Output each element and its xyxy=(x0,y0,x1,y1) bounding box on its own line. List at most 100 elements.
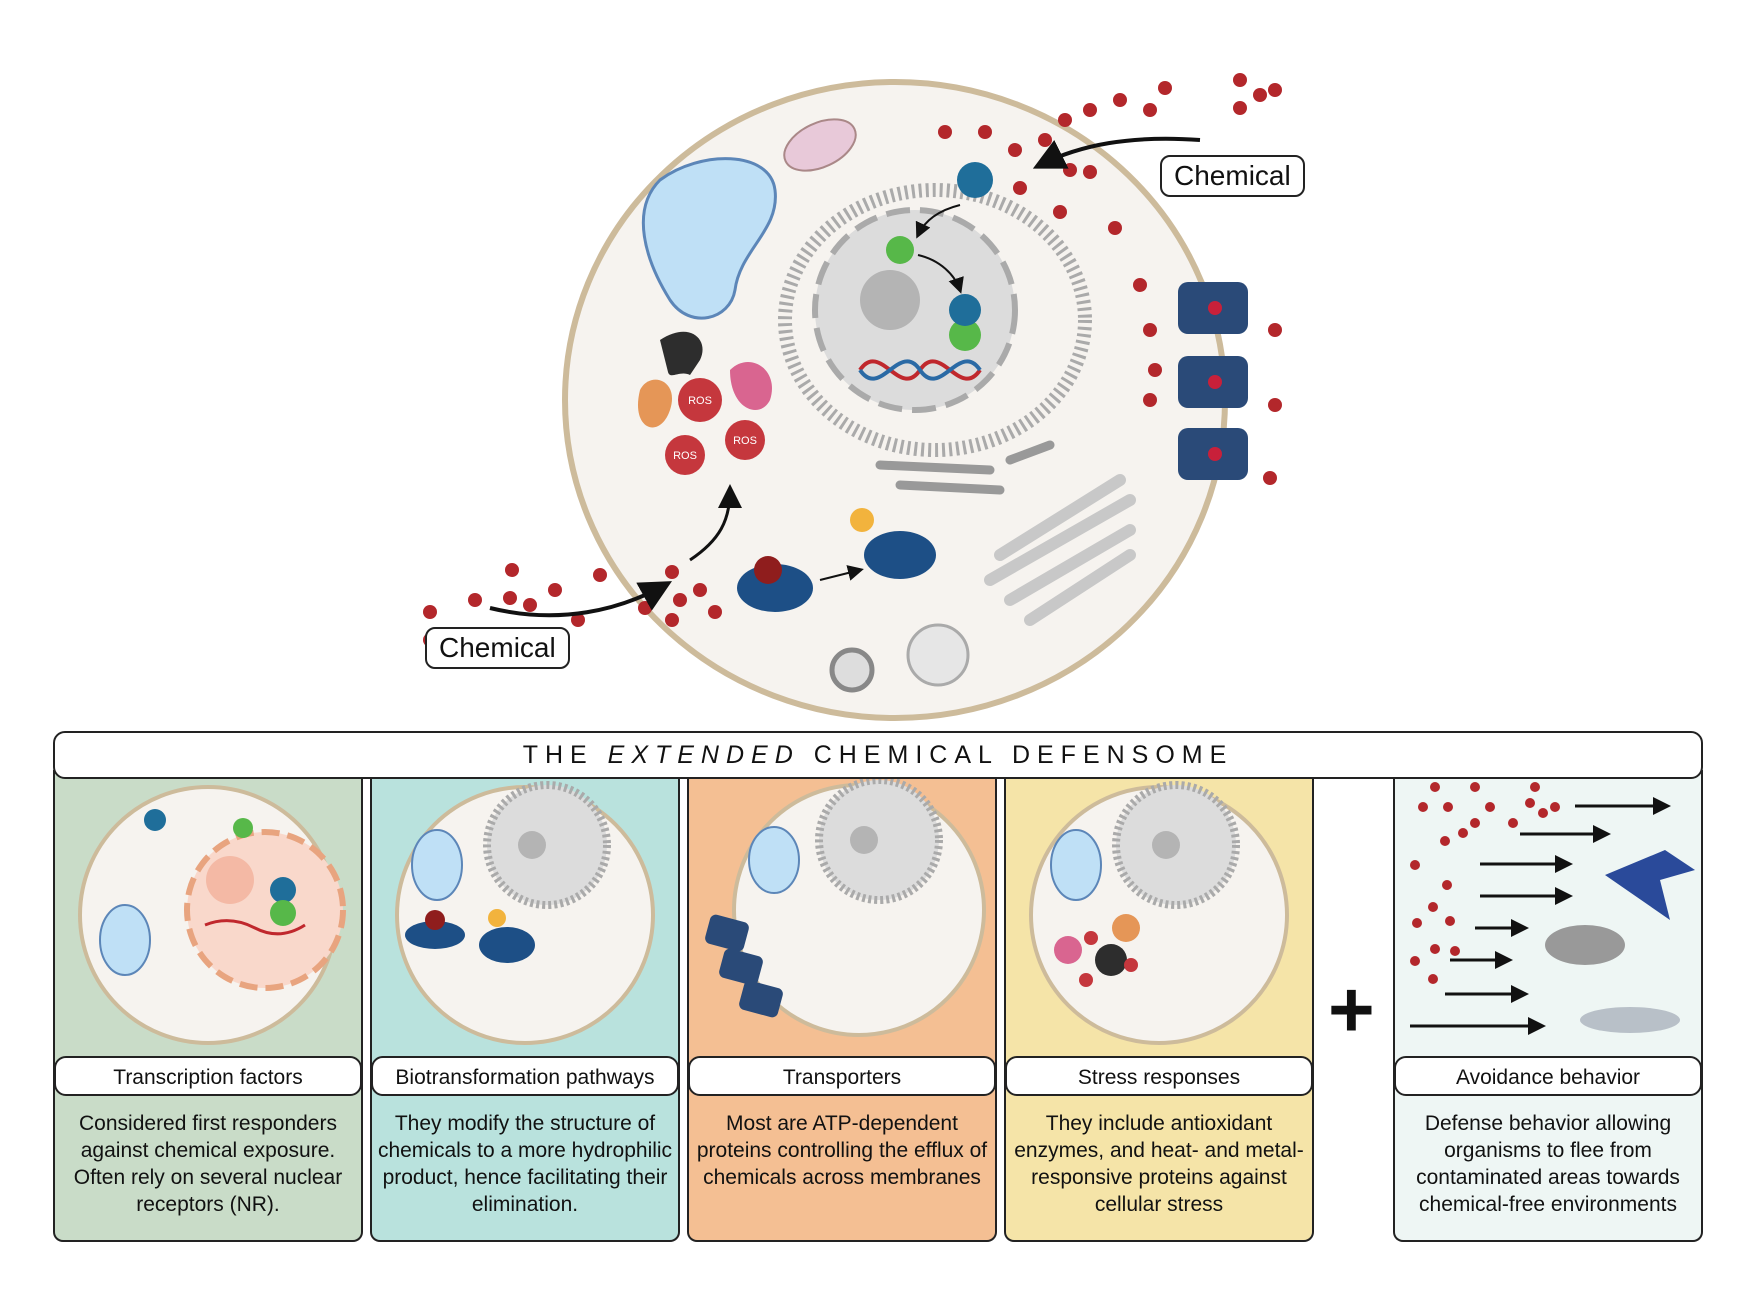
panel-title: Transporters xyxy=(689,1056,995,1096)
chemical-particle xyxy=(1143,323,1157,337)
chemical-particle xyxy=(1538,808,1548,818)
chemical-particle xyxy=(1430,944,1440,954)
efflux-transporters xyxy=(1178,282,1248,480)
chemical-particle xyxy=(1445,916,1455,926)
chemical-label-left: Chemical xyxy=(425,627,570,669)
mini-cell-biotransformation xyxy=(395,781,655,1045)
chemical-particle xyxy=(468,593,482,607)
banner-suffix: CHEMICAL DEFENSOME xyxy=(813,741,1234,769)
mini-cell-stress xyxy=(1029,781,1289,1045)
vesicle xyxy=(906,623,970,687)
chemical-particle xyxy=(1038,133,1052,147)
chemical-particle xyxy=(1530,782,1540,792)
panel-description: Defense behavior allowing organisms to f… xyxy=(1416,1112,1680,1216)
chemical-particle xyxy=(1508,818,1518,828)
chemical-particle xyxy=(505,563,519,577)
dna-strand-blue xyxy=(858,359,982,381)
ros-stars xyxy=(665,378,765,475)
panel-biotransformation: Biotransformation pathways They modify t… xyxy=(370,770,680,1242)
enzyme-free xyxy=(864,531,936,579)
lysosome xyxy=(829,647,875,693)
metabolite xyxy=(850,508,874,532)
zebrafish-icon xyxy=(1580,1007,1680,1033)
ros-label: ROS xyxy=(733,435,757,447)
chemical-particle xyxy=(1410,956,1420,966)
chemical-particle xyxy=(1113,93,1127,107)
smooth-er xyxy=(875,440,1055,495)
chemical-particle xyxy=(1485,802,1495,812)
chemical-particle xyxy=(1268,323,1282,337)
mini-cell-transcription xyxy=(78,785,346,1045)
panel-transcription-factors: Transcription factors Considered first r… xyxy=(53,770,363,1242)
chemical-particle xyxy=(1158,81,1172,95)
chemical-bound xyxy=(754,556,782,584)
panel-title: Avoidance behavior xyxy=(1395,1056,1701,1096)
golgi-apparatus xyxy=(984,474,1136,626)
defensome-banner: THE EXTENDED CHEMICAL DEFENSOME xyxy=(53,731,1703,779)
chemical-particle xyxy=(1083,103,1097,117)
chemical-particle xyxy=(1458,828,1468,838)
chemical-particle xyxy=(1442,880,1452,890)
nucleolus xyxy=(860,270,920,330)
amphipod-icon xyxy=(1545,925,1625,965)
chemical-particle xyxy=(1053,205,1067,219)
chemical-particle xyxy=(1428,902,1438,912)
plus-sign: + xyxy=(1328,965,1375,1054)
panel-description: Most are ATP-dependent proteins controll… xyxy=(696,1112,988,1189)
chemical-particle xyxy=(1063,163,1077,177)
main-cell-diagram: ROS ROS ROS xyxy=(423,73,1282,721)
chemical-particle xyxy=(1418,802,1428,812)
panel-transporters: Transporters Most are ATP-dependent prot… xyxy=(687,770,997,1242)
arrow-chemical-in-right xyxy=(1032,136,1201,169)
chemical-particle xyxy=(1428,974,1438,984)
chemical-particle xyxy=(1268,398,1282,412)
chemical-particle xyxy=(673,593,687,607)
chemical-particle xyxy=(1143,393,1157,407)
chemical-particle xyxy=(1430,782,1440,792)
panel-avoidance-behavior: Avoidance behavior Defense behavior allo… xyxy=(1393,770,1703,1242)
panel-stress-responses: Stress responses They include antioxidan… xyxy=(1004,770,1314,1242)
chemical-particle xyxy=(1108,221,1122,235)
chemical-particle xyxy=(708,605,722,619)
panel-description: They modify the structure of chemicals t… xyxy=(377,1112,673,1216)
chemical-particle xyxy=(1143,103,1157,117)
chemical-particle xyxy=(693,583,707,597)
bird-icon xyxy=(1605,850,1695,920)
banner-prefix: THE xyxy=(522,741,594,769)
chemical-particle xyxy=(1450,946,1460,956)
vacuole xyxy=(641,157,777,320)
chemical-particle xyxy=(1233,73,1247,87)
chemical-particle xyxy=(571,613,585,627)
chemical-particle xyxy=(1148,363,1162,377)
chemical-particle xyxy=(978,125,992,139)
rough-er xyxy=(778,183,1092,457)
panel-title: Transcription factors xyxy=(55,1056,361,1096)
chemical-particle xyxy=(1253,88,1267,102)
mitochondrion xyxy=(783,118,857,172)
chemical-particle xyxy=(665,565,679,579)
chemical-particle xyxy=(523,598,537,612)
chemical-particle xyxy=(1058,113,1072,127)
panel-description: Considered first responders against chem… xyxy=(73,1112,343,1216)
arrow-nr-to-dna xyxy=(917,254,964,294)
panel-title: Biotransformation pathways xyxy=(372,1056,678,1096)
chemical-particle xyxy=(593,568,607,582)
nr-green xyxy=(949,319,981,351)
chemical-particle xyxy=(1550,802,1560,812)
protein-black xyxy=(660,331,703,376)
chemical-particle xyxy=(1412,918,1422,928)
protein-orange xyxy=(637,379,673,428)
chemical-particle xyxy=(1268,83,1282,97)
chemical-particle xyxy=(548,583,562,597)
panel-description: They include antioxidant enzymes, and he… xyxy=(1014,1112,1304,1216)
nr-green xyxy=(886,236,914,264)
chemical-particle xyxy=(1470,782,1480,792)
chemical-label-right: Chemical xyxy=(1160,155,1305,197)
flee-arrows xyxy=(1410,797,1671,1035)
chemical-particle xyxy=(638,601,652,615)
panel-title: Stress responses xyxy=(1006,1056,1312,1096)
chemical-particle xyxy=(1133,278,1147,292)
ros-label: ROS xyxy=(688,395,712,407)
chemical-particle xyxy=(1013,181,1027,195)
chemical-particle xyxy=(1233,101,1247,115)
